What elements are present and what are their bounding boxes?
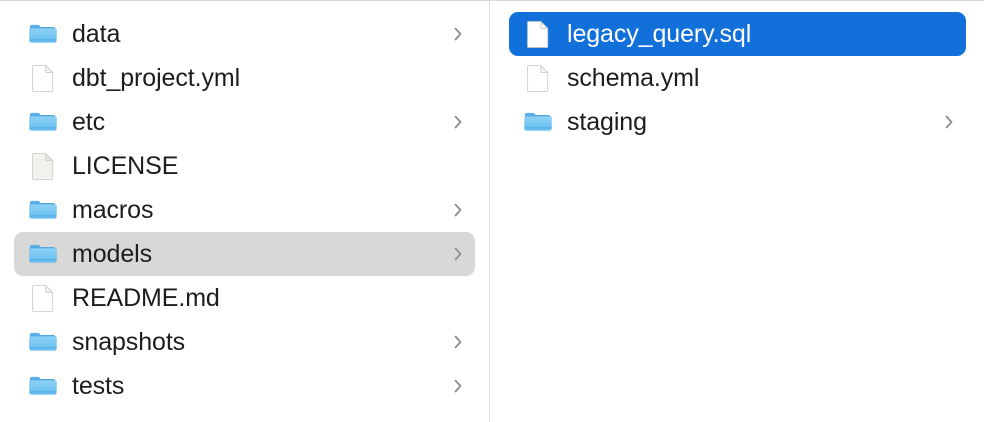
folder-name-label: models xyxy=(72,241,152,267)
folder-name-label: snapshots xyxy=(72,329,186,355)
folder-icon xyxy=(28,195,58,225)
models-directory-column[interactable]: legacy_query.sql schema.yml staging xyxy=(490,1,983,422)
folder-row[interactable]: snapshots xyxy=(14,320,475,364)
folder-icon xyxy=(28,239,58,269)
file-name-label: dbt_project.yml xyxy=(72,65,241,91)
folder-row[interactable]: tests xyxy=(14,364,475,408)
folder-name-label: staging xyxy=(567,109,647,135)
folder-name-label: data xyxy=(72,21,121,47)
file-name-label: schema.yml xyxy=(567,65,700,91)
document-icon xyxy=(28,63,58,93)
folder-icon xyxy=(28,327,58,357)
file-name-label: README.md xyxy=(72,285,220,311)
file-row[interactable]: schema.yml xyxy=(509,56,966,100)
chevron-right-icon[interactable] xyxy=(451,24,465,44)
folder-name-label: etc xyxy=(72,109,106,135)
folder-row[interactable]: etc xyxy=(14,100,475,144)
folder-icon xyxy=(28,107,58,137)
document-icon xyxy=(523,19,553,49)
folder-name-label: macros xyxy=(72,197,154,223)
file-row[interactable]: LICENSE xyxy=(14,144,475,188)
document-icon xyxy=(28,283,58,313)
chevron-right-icon[interactable] xyxy=(451,244,465,264)
file-name-label: LICENSE xyxy=(72,153,179,179)
folder-icon xyxy=(28,19,58,49)
folder-row[interactable]: models xyxy=(14,232,475,276)
document-icon xyxy=(523,63,553,93)
chevron-right-icon[interactable] xyxy=(451,112,465,132)
folder-name-label: tests xyxy=(72,373,125,399)
file-row[interactable]: legacy_query.sql xyxy=(509,12,966,56)
folder-row[interactable]: macros xyxy=(14,188,475,232)
chevron-right-icon[interactable] xyxy=(451,200,465,220)
file-name-label: legacy_query.sql xyxy=(567,21,752,47)
chevron-right-icon[interactable] xyxy=(451,376,465,396)
chevron-right-icon[interactable] xyxy=(451,332,465,352)
folder-icon xyxy=(28,371,58,401)
folder-row[interactable]: staging xyxy=(509,100,966,144)
plain-document-icon xyxy=(28,151,58,181)
folder-icon xyxy=(523,107,553,137)
chevron-right-icon[interactable] xyxy=(942,112,956,132)
file-row[interactable]: README.md xyxy=(14,276,475,320)
folder-row[interactable]: data xyxy=(14,12,475,56)
file-row[interactable]: dbt_project.yml xyxy=(14,56,475,100)
